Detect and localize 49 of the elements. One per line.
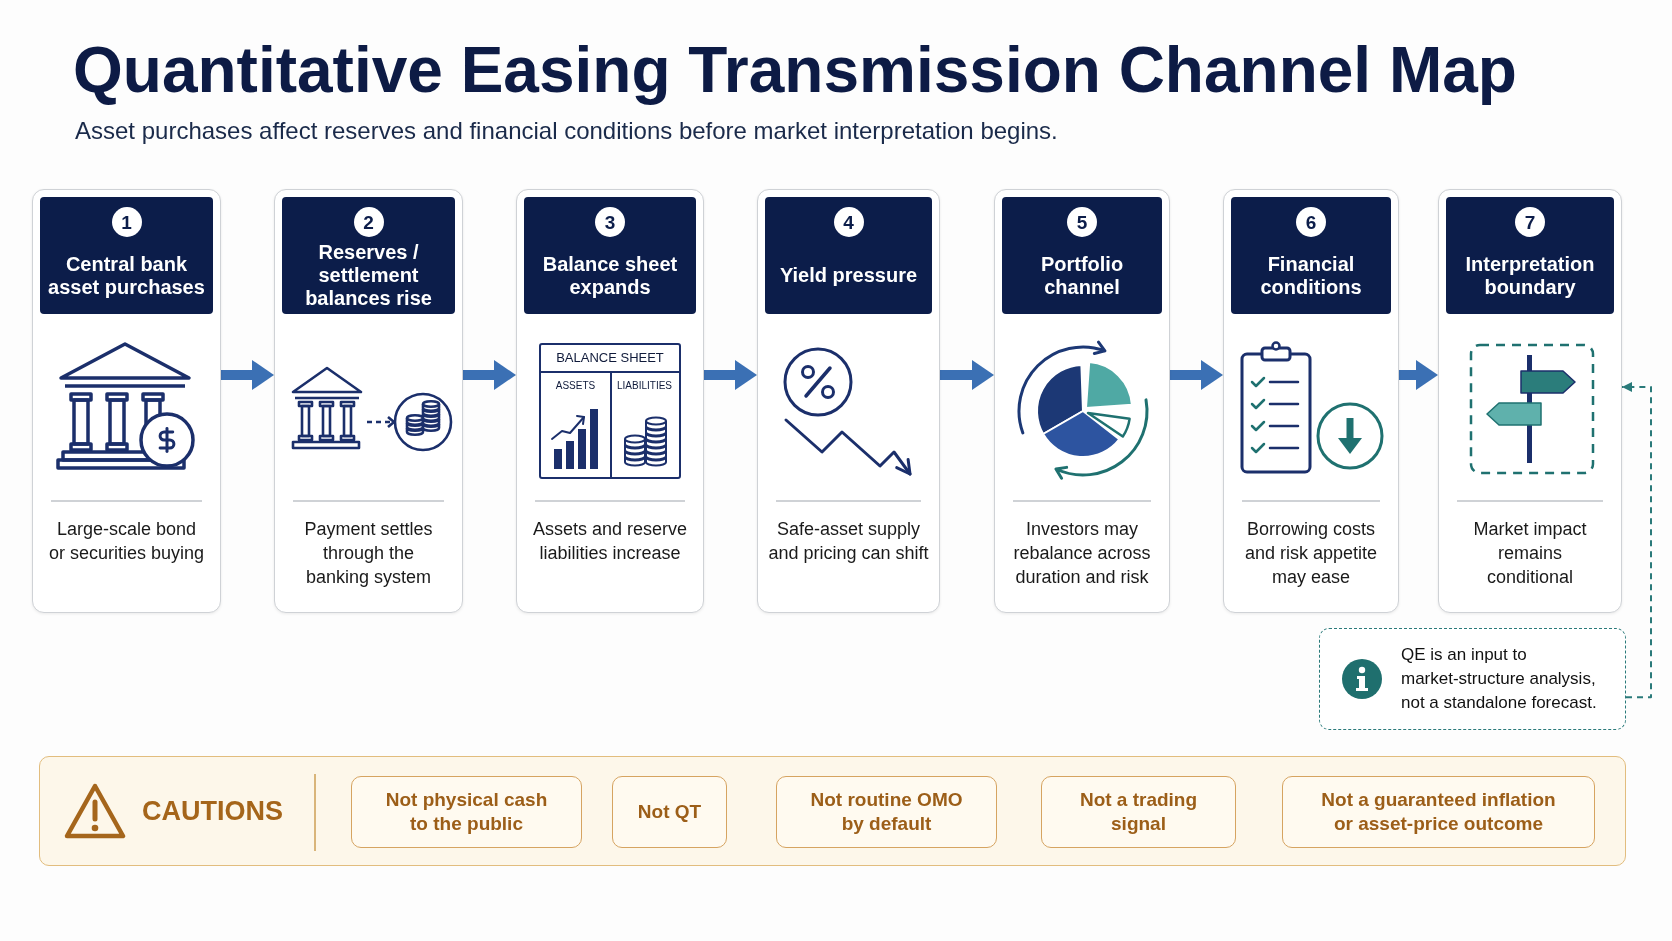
step-card bbox=[274, 189, 463, 613]
step-card bbox=[1438, 189, 1622, 613]
note-box bbox=[1319, 628, 1626, 730]
step-description: Large-scale bond or securities buying bbox=[47, 518, 206, 565]
step-title: Central bank asset purchases bbox=[47, 252, 206, 299]
step-number: 4 bbox=[833, 207, 864, 237]
caution-tag: Not a guaranteed inflation or asset-price outcome bbox=[1282, 776, 1595, 848]
caution-tag: Not QT bbox=[612, 776, 727, 848]
step-description: Investors may rebalance across duration and risk bbox=[1012, 518, 1152, 589]
step-description: Market impact remains conditional bbox=[1472, 518, 1588, 589]
caution-tag: Not routine OMO by default bbox=[776, 776, 997, 848]
flow-arrow bbox=[704, 360, 757, 390]
step-description: Safe-asset supply and pricing can shift bbox=[767, 518, 930, 565]
balance-sheet-table bbox=[539, 343, 681, 479]
step-card bbox=[994, 189, 1170, 613]
step-card bbox=[757, 189, 940, 613]
step-card bbox=[516, 189, 704, 613]
step-number: 2 bbox=[353, 207, 384, 237]
step-title: Balance sheet expands bbox=[541, 252, 679, 299]
step-title: Portfolio channel bbox=[1039, 252, 1125, 299]
column-header: ASSETS bbox=[555, 380, 596, 392]
step-description: Assets and reserve liabilities increase bbox=[531, 518, 689, 565]
step-number: 3 bbox=[595, 207, 625, 237]
flow-arrow bbox=[940, 360, 994, 390]
table-title: BALANCE SHEET bbox=[541, 345, 679, 373]
column-header: LIABILITIES bbox=[617, 380, 672, 392]
step-number: 5 bbox=[1067, 207, 1097, 237]
cautions-heading: CAUTIONS bbox=[142, 795, 283, 827]
flow-arrow bbox=[1170, 360, 1223, 390]
subtitle: Asset purchases affect reserves and financial conditions before market interpretation begins. bbox=[75, 116, 1058, 146]
caution-tag: Not physical cash to the public bbox=[351, 776, 582, 848]
step-number: 1 bbox=[111, 207, 142, 237]
dashed-arrow bbox=[1621, 382, 1652, 699]
step-title: Financial conditions bbox=[1259, 252, 1363, 299]
step-title: Yield pressure bbox=[779, 264, 918, 287]
cautions-panel bbox=[39, 756, 1626, 866]
step-number: 7 bbox=[1515, 207, 1545, 237]
step-description: Borrowing costs and risk appetite may ease bbox=[1243, 518, 1379, 589]
step-title: Interpretation boundary bbox=[1464, 252, 1596, 299]
step-card bbox=[32, 189, 221, 613]
flow-arrow bbox=[1399, 360, 1438, 390]
flow-arrow bbox=[463, 360, 516, 390]
step-title: Reserves / settlement balances rise bbox=[304, 241, 433, 310]
step-description: Payment settles through the banking system bbox=[303, 518, 434, 589]
step-card bbox=[1223, 189, 1399, 613]
flow-arrow bbox=[221, 360, 274, 390]
note-text: QE is an input to market-structure analysis, not a standalone forecast. bbox=[1401, 644, 1598, 714]
caution-tag: Not a trading signal bbox=[1041, 776, 1236, 848]
step-number: 6 bbox=[1296, 207, 1326, 237]
